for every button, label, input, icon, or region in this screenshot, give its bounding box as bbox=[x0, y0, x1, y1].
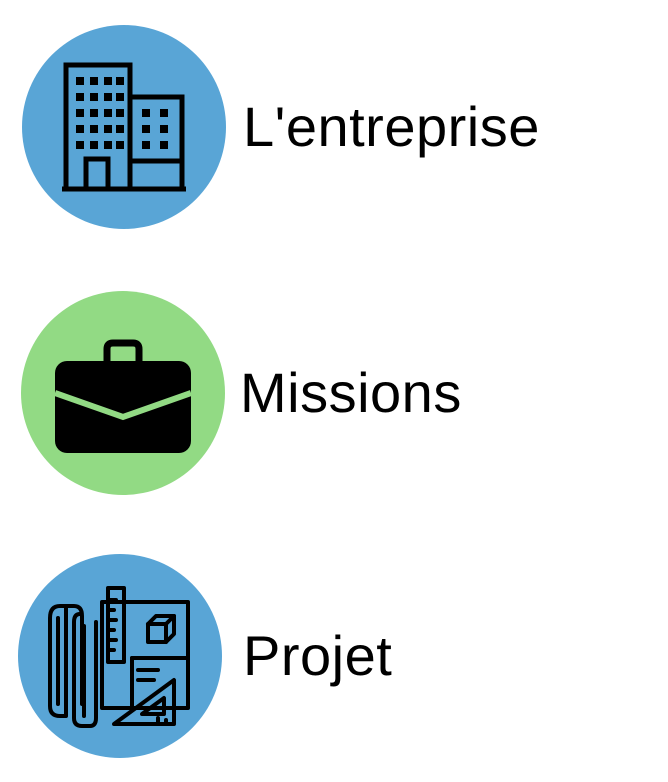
menu-item-entreprise[interactable]: L'entreprise bbox=[0, 18, 668, 238]
menu-item-missions[interactable]: Missions bbox=[0, 282, 668, 502]
briefcase-icon bbox=[54, 339, 192, 453]
menu-item-label: Missions bbox=[240, 361, 462, 424]
menu-item-label: Projet bbox=[243, 624, 393, 687]
menu-item-projet[interactable]: Projet bbox=[0, 545, 668, 765]
menu-item-label: L'entreprise bbox=[243, 95, 540, 158]
entreprise-icon-circle bbox=[22, 25, 226, 229]
blueprint-tools-icon bbox=[48, 586, 190, 728]
missions-icon-circle bbox=[21, 291, 225, 495]
office-building-icon bbox=[62, 62, 186, 192]
projet-icon-circle bbox=[18, 554, 222, 758]
